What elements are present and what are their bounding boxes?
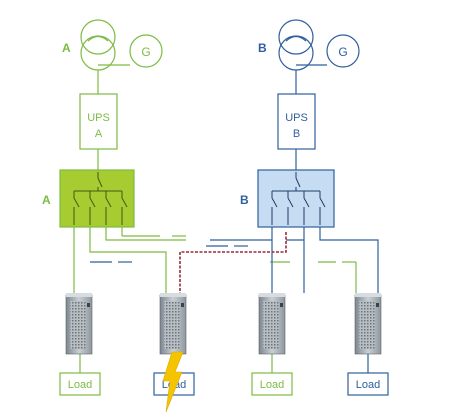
server-rack-icon [258,293,286,355]
load-label: Load [68,379,92,391]
transformer-icon [278,19,314,71]
load-label: Load [356,379,380,391]
generator-icon [129,34,163,68]
faulted-cable [179,232,287,296]
lightning-bolt-icon [162,351,184,413]
ups-b-label-line1: UPS [285,112,308,124]
ups-b-label-line2: B [293,128,300,140]
side-a-label: A [62,41,71,55]
ups-a-label-line2: A [95,128,103,140]
generator-b-label: G [338,45,347,59]
switchboard-b [257,169,335,228]
server-rack-icon [354,293,382,355]
switchboard-a [59,169,135,228]
server-rack-icon [65,293,93,355]
load-drops [79,352,369,373]
switchboard-b-breakers [271,172,326,225]
side-a-feeds [73,227,357,293]
ups-a-label-line1: UPS [87,112,110,124]
load-box-1: Load [59,372,101,396]
load-box-4: Load [347,372,389,396]
load-box-3: Load [251,372,293,396]
generator-a-label: G [141,45,150,59]
load-label: Load [260,379,284,391]
side-b: B G UPS B B [90,19,379,293]
switchboard-a-breakers [73,172,128,225]
side-a: A G UPS A A [42,19,357,293]
switchboard-a-label: A [42,193,51,207]
side-b-label: B [258,41,267,55]
transformer-icon [80,19,116,71]
side-b-feeds [90,227,379,293]
generator-icon [326,34,360,68]
switchboard-b-label: B [240,193,249,207]
server-rack-icon [159,293,187,355]
